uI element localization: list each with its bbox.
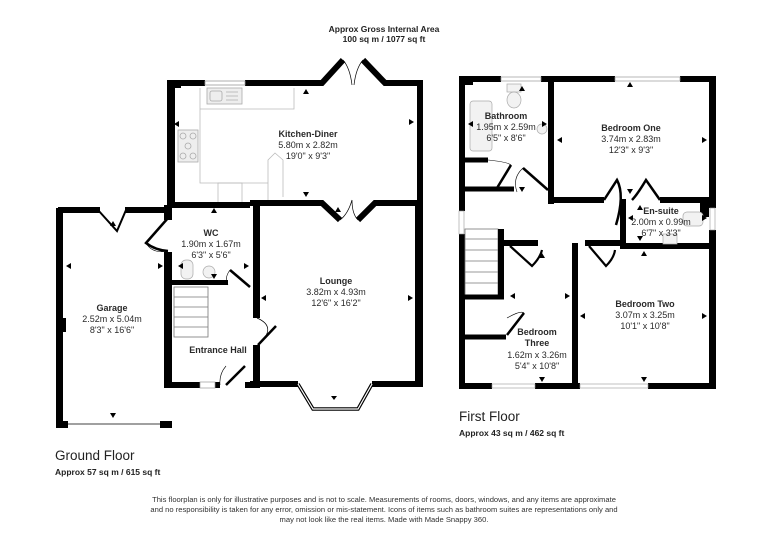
- bedroom-three-imperial: 5'4" x 10'8": [515, 361, 559, 371]
- lounge-metric: 3.82m x 4.93m: [306, 287, 366, 297]
- lounge-name: Lounge: [320, 276, 353, 286]
- bedroom-three-metric: 1.62m x 3.26m: [507, 350, 567, 360]
- bathroom-metric: 1.95m x 2.59m: [476, 122, 536, 132]
- lounge-room: Lounge 3.82m x 4.93m 12'6" x 16'2": [250, 200, 423, 411]
- bedroom-two-room: Bedroom Two 3.07m x 3.25m 10'1" x 10'8": [580, 245, 707, 382]
- gia-title: Approx Gross Internal Area: [328, 24, 440, 34]
- kitchen-diner-imperial: 19'0" x 9'3": [286, 151, 330, 161]
- disclaimer-line-1: This floorplan is only for illustrative …: [152, 495, 616, 504]
- entrance-hall-name: Entrance Hall: [189, 345, 247, 355]
- garage-room: Garage 2.52m x 5.04m 8'3" x 16'6": [56, 207, 172, 428]
- bedroom-two-metric: 3.07m x 3.25m: [615, 310, 675, 320]
- bathroom-imperial: 6'5" x 8'6": [486, 133, 525, 143]
- disclaimer: This floorplan is only for illustrative …: [120, 495, 648, 525]
- en-suite-imperial: 6'7" x 3'3": [641, 228, 680, 238]
- bedroom-three-name: Bedroom: [517, 327, 557, 337]
- lounge-imperial: 12'6" x 16'2": [311, 298, 360, 308]
- first-floor-area: Approx 43 sq m / 462 sq ft: [459, 428, 565, 438]
- bedroom-one-metric: 3.74m x 2.83m: [601, 134, 661, 144]
- ground-floor-area: Approx 57 sq m / 615 sq ft: [55, 467, 161, 477]
- wc-name: WC: [204, 228, 219, 238]
- kitchen-diner-metric: 5.80m x 2.82m: [278, 140, 338, 150]
- ground-floor-title: Ground Floor: [55, 448, 135, 463]
- bedroom-two-imperial: 10'1" x 10'8": [620, 321, 669, 331]
- gia-value: 100 sq m / 1077 sq ft: [342, 34, 426, 44]
- bathroom-room: Bathroom 1.95m x 2.59m 6'5" x 8'6": [461, 76, 554, 204]
- garage-name: Garage: [96, 303, 127, 313]
- first-floor-caption: First Floor Approx 43 sq m / 462 sq ft: [459, 409, 564, 438]
- kitchen-diner-room: Kitchen-Diner 5.80m x 2.82m 19'0" x 9'3": [167, 57, 423, 208]
- landing-stairs: [461, 228, 506, 340]
- bedroom-one-imperial: 12'3" x 9'3": [609, 145, 653, 155]
- first-floor-title: First Floor: [459, 409, 520, 424]
- bedroom-one-room: Bedroom One 3.74m x 2.83m 12'3" x 9'3": [551, 82, 712, 226]
- ground-floor-plan: Kitchen-Diner 5.80m x 2.82m 19'0" x 9'3"…: [56, 57, 423, 428]
- wc-room: WC 1.90m x 1.67m 6'3" x 5'6": [144, 205, 251, 388]
- garage-imperial: 8'3" x 16'6": [90, 325, 134, 335]
- bedroom-three-name-line2: Three: [525, 338, 550, 348]
- wc-imperial: 6'3" x 5'6": [191, 250, 230, 260]
- bedroom-two-name: Bedroom Two: [615, 299, 675, 309]
- disclaimer-line-3: may not look like the real items. Made w…: [279, 515, 489, 524]
- disclaimer-line-2: and no responsibility is taken for any e…: [150, 505, 618, 514]
- bedroom-one-name: Bedroom One: [601, 123, 661, 133]
- ground-floor-caption: Ground Floor Approx 57 sq m / 615 sq ft: [55, 448, 160, 477]
- first-floor-plan: Bathroom 1.95m x 2.59m 6'5" x 8'6" Bedro…: [458, 76, 716, 389]
- bathroom-name: Bathroom: [485, 111, 528, 121]
- en-suite-name: En-suite: [643, 206, 679, 216]
- garage-metric: 2.52m x 5.04m: [82, 314, 142, 324]
- en-suite-room: En-suite 2.00m x 0.99m 6'7" x 3'3": [620, 199, 712, 249]
- bedroom-three-room: Bedroom Three 1.62m x 3.26m 5'4" x 10'8": [504, 240, 620, 388]
- wc-metric: 1.90m x 1.67m: [181, 239, 241, 249]
- kitchen-diner-name: Kitchen-Diner: [278, 129, 338, 139]
- gross-internal-area: Approx Gross Internal Area 100 sq m / 10…: [0, 24, 768, 44]
- en-suite-metric: 2.00m x 0.99m: [631, 217, 691, 227]
- entrance-hall-room: Entrance Hall: [168, 286, 254, 389]
